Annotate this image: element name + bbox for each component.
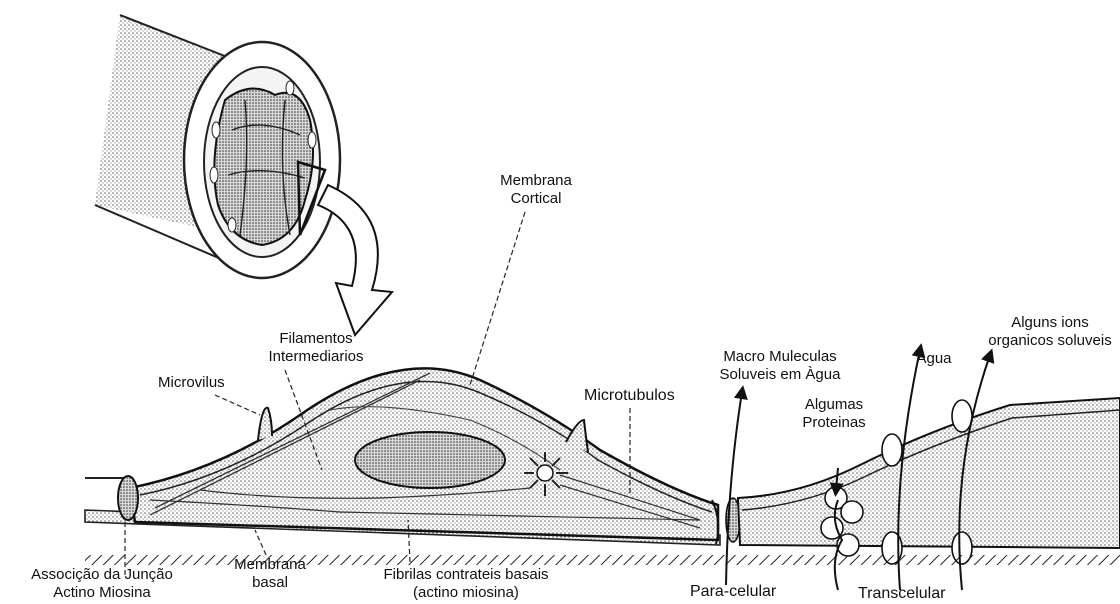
blood-vessel: [95, 15, 340, 278]
label-transcelular: Transcelular: [858, 584, 945, 603]
label-microvilus: Microvilus: [158, 374, 225, 392]
label-agua: Àgua: [916, 350, 951, 368]
adjacent-cell: [738, 398, 1120, 564]
label-para-celular: Para-celular: [690, 582, 776, 601]
zoom-arrow: [318, 185, 392, 335]
label-microtubulos: Microtubulos: [584, 386, 675, 405]
label-fibrilas-contrateis: Fibrilas contrateis basais(actino miosin…: [383, 566, 548, 602]
